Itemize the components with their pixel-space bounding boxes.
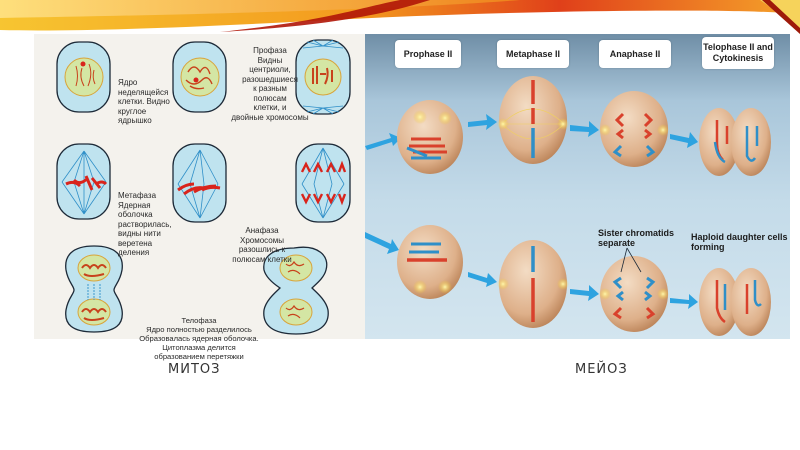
metaphase-label: Метафаза Ядерная оболочка растворилась, … — [118, 191, 172, 257]
metaphase-cell — [56, 143, 111, 220]
anaphase-cell — [295, 143, 351, 223]
metaphase-ii-cell-top — [497, 76, 569, 164]
annotation-sister-chromatids: Sister chromatids separate — [598, 228, 675, 248]
telophase-ii-cell-top — [699, 108, 771, 176]
prophase-late-cell — [295, 39, 351, 115]
phase-label-prophase-ii: Prophase II — [395, 40, 461, 68]
arrows-row2 — [365, 232, 698, 309]
metaphase-side-cell — [172, 143, 227, 223]
anaphase-ii-cell-top — [599, 91, 669, 167]
interphase-cell — [56, 41, 111, 113]
mitosis-diagram: Ядро неделящейся клетки. Видно круглое я… — [34, 34, 365, 361]
prophase-ii-cell-top — [397, 100, 463, 174]
caption-meiosis: МЕЙОЗ — [575, 362, 628, 377]
arrows-row1 — [365, 114, 698, 150]
decorative-banner — [0, 0, 800, 34]
telophase-ii-cell-bottom — [699, 268, 771, 336]
prophase-label: Профаза Видны центриоли, разошедшиеся к … — [231, 46, 309, 122]
interphase-label: Ядро неделящейся клетки. Видно круглое я… — [118, 78, 170, 125]
phase-label-anaphase-ii: Anaphase II — [599, 40, 671, 68]
metaphase-ii-cell-bottom — [497, 240, 569, 328]
caption-mitosis: МИТОЗ — [168, 362, 221, 377]
meiosis-diagram: Prophase II Metaphase II Anaphase II Tel… — [365, 34, 790, 339]
anaphase-label: Анафаза Хромосомы разошлись к полюсам кл… — [232, 226, 292, 264]
prophase-cell — [172, 41, 227, 113]
telophase-label: Телофаза Ядро полностью разделилось Обра… — [139, 316, 259, 361]
mitosis-illustration — [56, 39, 351, 335]
annotation-haploid-cells: Haploid daughter cells forming — [691, 232, 788, 252]
phase-label-telophase-ii: Telophase II and Cytokinesis — [702, 37, 774, 69]
anaphase-ii-cell-bottom — [599, 247, 669, 332]
phase-label-metaphase-ii: Metaphase II — [497, 40, 569, 68]
meiosis-illustration — [365, 76, 771, 336]
telophase-cell — [65, 245, 123, 333]
prophase-ii-cell-bottom — [397, 225, 463, 299]
telophase-final-cell — [263, 246, 329, 335]
